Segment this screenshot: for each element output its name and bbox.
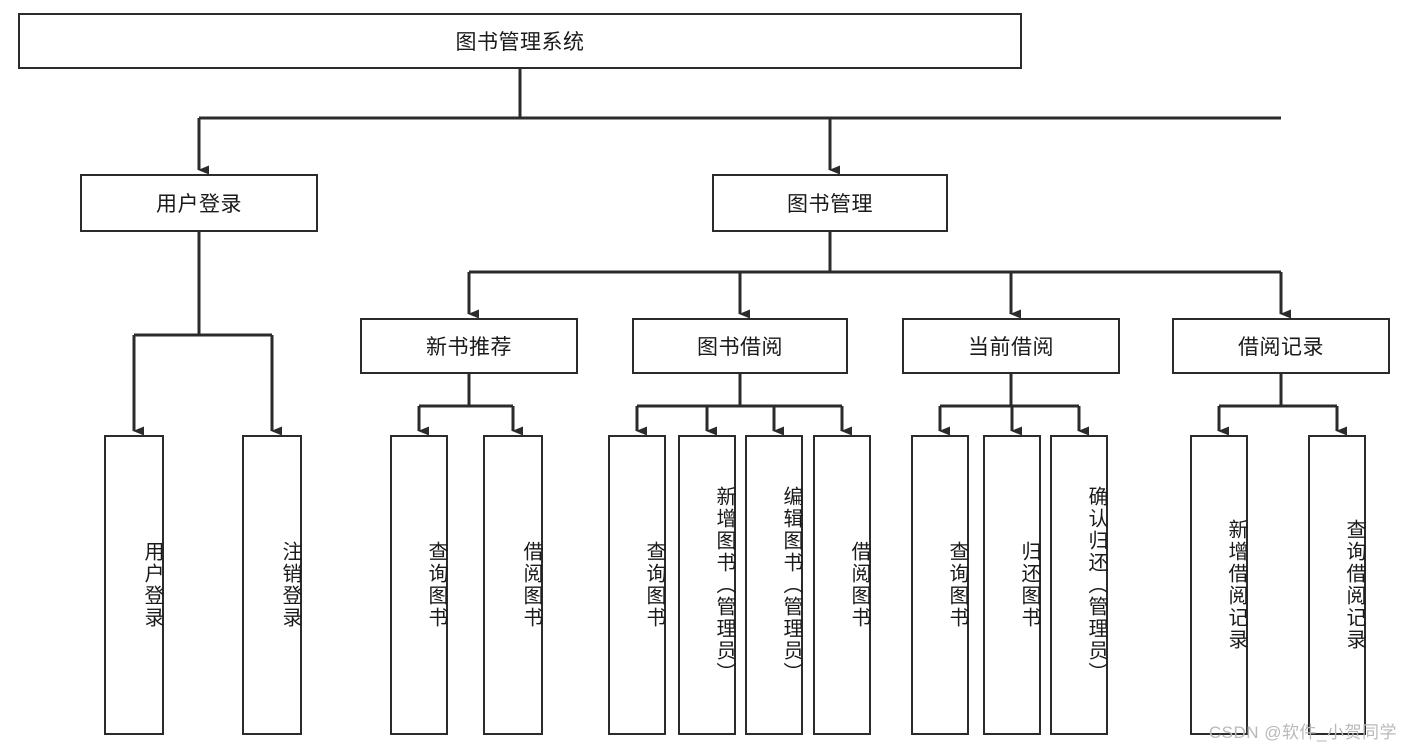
- leaf-add-book-admin[interactable]: 新增图书（管理员）: [678, 435, 736, 735]
- leaf-label: 新增图书（管理员）: [713, 486, 735, 684]
- leaf-label: 编辑图书（管理员）: [780, 486, 802, 684]
- node-root-system[interactable]: 图书管理系统: [18, 13, 1022, 69]
- leaf-borrow-book[interactable]: 借阅图书: [813, 435, 871, 735]
- leaf-query-book-recommend[interactable]: 查询图书: [390, 435, 448, 735]
- leaf-query-borrow-record[interactable]: 查询借阅记录: [1308, 435, 1366, 735]
- leaf-label: 确认归还（管理员）: [1085, 486, 1107, 684]
- leaf-confirm-return-admin[interactable]: 确认归还（管理员）: [1050, 435, 1108, 735]
- leaf-label: 查询图书: [946, 541, 968, 629]
- leaf-label: 归还图书: [1018, 541, 1040, 629]
- leaf-label: 用户登录: [141, 541, 163, 629]
- leaf-return-book[interactable]: 归还图书: [983, 435, 1041, 735]
- node-book-management[interactable]: 图书管理: [712, 174, 948, 232]
- node-user-login[interactable]: 用户登录: [80, 174, 318, 232]
- leaf-label: 新增借阅记录: [1225, 519, 1247, 651]
- leaf-logout[interactable]: 注销登录: [242, 435, 302, 735]
- leaf-label: 借阅图书: [520, 541, 542, 629]
- leaf-query-book-current[interactable]: 查询图书: [911, 435, 969, 735]
- leaf-label: 借阅图书: [848, 541, 870, 629]
- node-borrow-record[interactable]: 借阅记录: [1172, 318, 1390, 374]
- leaf-borrow-book-recommend[interactable]: 借阅图书: [483, 435, 543, 735]
- leaf-label: 查询图书: [425, 541, 447, 629]
- node-new-book-recommend[interactable]: 新书推荐: [360, 318, 578, 374]
- node-current-borrow[interactable]: 当前借阅: [902, 318, 1120, 374]
- leaf-label: 查询借阅记录: [1343, 519, 1365, 651]
- leaf-label: 注销登录: [279, 541, 301, 629]
- leaf-add-borrow-record[interactable]: 新增借阅记录: [1190, 435, 1248, 735]
- leaf-label: 查询图书: [643, 541, 665, 629]
- leaf-query-book-borrow[interactable]: 查询图书: [608, 435, 666, 735]
- leaf-user-login[interactable]: 用户登录: [104, 435, 164, 735]
- leaf-edit-book-admin[interactable]: 编辑图书（管理员）: [745, 435, 803, 735]
- node-book-borrow[interactable]: 图书借阅: [632, 318, 848, 374]
